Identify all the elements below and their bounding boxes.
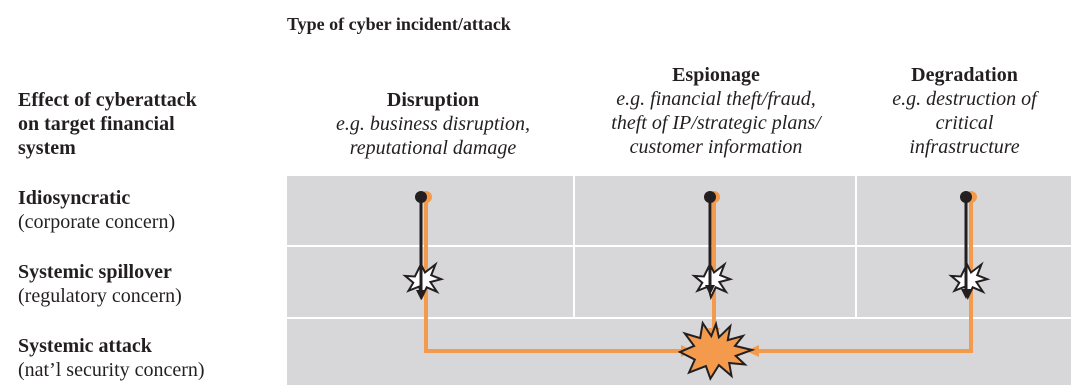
column-title-espionage: Espionage — [672, 64, 760, 86]
row-sub-systemic-attack: (nat’l security concern) — [18, 359, 205, 381]
column-sub-disruption-2: reputational damage — [349, 137, 517, 159]
systemic-attack-paths — [424, 198, 973, 357]
column-sub-espionage-3: customer information — [629, 136, 803, 158]
explosion-icon-disruption — [402, 261, 445, 301]
row-title-idiosyncratic: Idiosyncratic — [18, 187, 131, 209]
orange-path-disruption — [424, 198, 694, 357]
row-title-systemic-attack: Systemic attack — [18, 335, 152, 357]
column-title-degradation: Degradation — [911, 64, 1018, 86]
effect-header-line-2: on target financial — [18, 113, 175, 135]
black-origin-disruption — [415, 191, 427, 203]
column-sub-espionage-1: e.g. financial theft/fraud, — [616, 88, 816, 110]
effect-header-line-3: system — [18, 137, 76, 159]
column-sub-disruption-1: e.g. business disruption, — [336, 113, 530, 135]
row-sub-systemic-spillover: (regulatory concern) — [18, 285, 182, 307]
column-sub-espionage-2: theft of IP/strategic plans/ — [611, 112, 821, 134]
grid-lines — [287, 176, 1071, 319]
column-sub-degradation-3: infrastructure — [909, 136, 1020, 158]
black-origin-espionage — [704, 191, 716, 203]
row-sub-idiosyncratic: (corporate concern) — [18, 211, 176, 233]
orange-path-degradation — [746, 198, 973, 357]
column-sub-degradation-2: critical — [935, 112, 994, 134]
effect-column-header: Effect of cyberattack on target financia… — [18, 88, 278, 160]
column-title-disruption: Disruption — [386, 89, 480, 111]
explosion-icon-espionage — [691, 261, 734, 301]
incident-type-header: Type of cyber incident/attack — [287, 14, 511, 34]
black-origin-degradation — [960, 191, 972, 203]
column-header-espionage: Espionage e.g. financial theft/fraud, th… — [578, 63, 854, 159]
row-label-systemic-spillover: Systemic spillover (regulatory concern) — [18, 260, 288, 308]
column-sub-degradation-1: e.g. destruction of — [892, 88, 1037, 110]
explosion-icon-degradation — [948, 261, 991, 301]
row-title-systemic-spillover: Systemic spillover — [18, 261, 172, 283]
column-header-degradation: Degradation e.g. destruction of critical… — [858, 63, 1071, 159]
systemic-attack-explosion-icon — [677, 320, 756, 381]
column-header-disruption: Disruption e.g. business disruption, rep… — [290, 88, 576, 160]
effect-header-line-1: Effect of cyberattack — [18, 89, 197, 111]
row-label-systemic-attack: Systemic attack (nat’l security concern) — [18, 334, 288, 382]
row-label-idiosyncratic: Idiosyncratic (corporate concern) — [18, 186, 288, 234]
